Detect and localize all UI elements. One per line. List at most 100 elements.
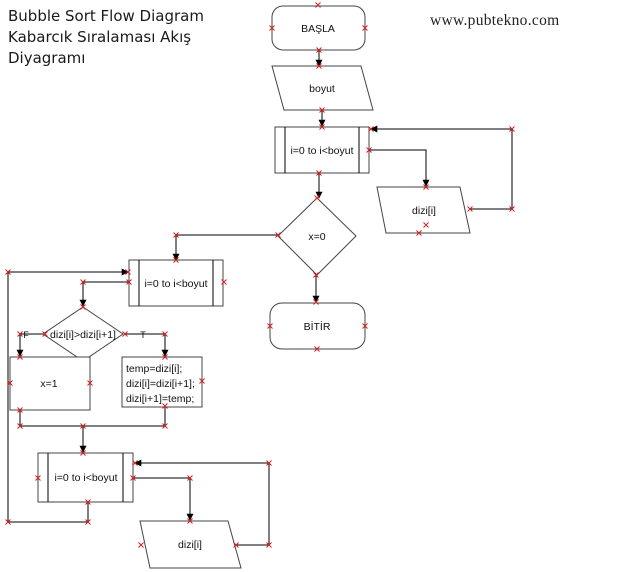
start-label: BAŞLA bbox=[301, 23, 335, 35]
branch-false-label: F bbox=[23, 330, 29, 340]
assign-x-node: x=1 bbox=[9, 356, 91, 411]
website-label: www.pubtekno.com bbox=[430, 12, 560, 29]
branch-true-label: T bbox=[140, 330, 146, 340]
connection-marker bbox=[162, 423, 168, 429]
connection-marker bbox=[17, 354, 23, 360]
connection-marker bbox=[125, 269, 131, 275]
connection-marker bbox=[319, 124, 325, 130]
swap-line-3: dizi[i+1]=temp; bbox=[126, 393, 194, 405]
connection-marker bbox=[80, 450, 86, 456]
input-element-label: dizi[i] bbox=[412, 205, 436, 217]
connection-marker bbox=[80, 279, 86, 285]
connection-marker bbox=[85, 499, 91, 505]
diagram-title: Bubble Sort Flow Diagram Kabarcık Sırala… bbox=[8, 6, 204, 69]
connection-marker bbox=[5, 519, 11, 525]
connection-marker bbox=[362, 323, 368, 329]
decision-x-node: x=0 bbox=[277, 197, 357, 276]
connection-marker bbox=[314, 346, 320, 352]
end-label: BİTİR bbox=[304, 320, 331, 333]
connection-marker bbox=[5, 269, 11, 275]
connection-marker bbox=[17, 331, 23, 337]
connection-marker bbox=[199, 378, 205, 384]
connection-marker bbox=[316, 170, 322, 176]
connection-marker bbox=[173, 232, 179, 238]
connection-marker bbox=[42, 331, 48, 337]
connection-marker bbox=[80, 304, 86, 310]
title-line-1: Bubble Sort Flow Diagram bbox=[8, 7, 204, 25]
connection-marker bbox=[509, 126, 515, 132]
swap-line-2: dizi[i]=dizi[i+1]; bbox=[126, 378, 195, 390]
connection-marker bbox=[315, 2, 321, 8]
connection-marker bbox=[316, 63, 322, 69]
connection-marker bbox=[316, 47, 322, 53]
connection-marker bbox=[187, 475, 193, 481]
connection-marker bbox=[366, 147, 372, 153]
connection-marker bbox=[319, 107, 325, 113]
connection-marker bbox=[130, 475, 136, 481]
connection-marker bbox=[267, 323, 273, 329]
input-size-node: boyut bbox=[271, 65, 374, 111]
connection-marker bbox=[313, 272, 319, 278]
loop-read-label: i=0 to i<boyut bbox=[290, 145, 353, 157]
connection-marker bbox=[35, 475, 41, 481]
connection-marker bbox=[416, 230, 422, 236]
start-node: BAŞLA bbox=[271, 5, 366, 51]
connector bbox=[172, 234, 278, 261]
connection-marker bbox=[85, 519, 91, 525]
loop-sort-label: i=0 to i<boyut bbox=[144, 278, 207, 290]
connection-marker bbox=[87, 380, 93, 386]
loop-print-label: i=0 to i<boyut bbox=[54, 472, 117, 484]
connection-marker bbox=[269, 25, 275, 31]
input-element-node: dizi[i] bbox=[376, 186, 471, 234]
output-element-node: dizi[i] bbox=[139, 520, 242, 569]
connection-marker bbox=[17, 407, 23, 413]
decision-x-label: x=0 bbox=[308, 231, 325, 243]
input-size-label: boyut bbox=[309, 83, 335, 95]
decision-compare-label: dizi[i]>dizi[i+1] bbox=[50, 329, 116, 341]
connection-marker bbox=[17, 423, 23, 429]
loop-print-node: i=0 to i<boyut bbox=[37, 452, 134, 503]
connection-marker bbox=[162, 354, 168, 360]
connection-marker bbox=[467, 206, 473, 212]
connector bbox=[133, 477, 194, 521]
connection-marker bbox=[221, 279, 227, 285]
connector bbox=[369, 149, 430, 187]
connection-marker bbox=[132, 460, 138, 466]
connection-marker bbox=[266, 542, 272, 548]
connection-markers bbox=[5, 2, 515, 548]
connector bbox=[370, 125, 513, 210]
connection-marker bbox=[173, 257, 179, 263]
connection-marker bbox=[313, 299, 319, 305]
connection-marker bbox=[138, 542, 144, 548]
connection-marker bbox=[80, 423, 86, 429]
output-element-label: dizi[i] bbox=[178, 539, 202, 551]
connection-marker bbox=[266, 460, 272, 466]
connection-marker bbox=[362, 25, 368, 31]
connection-marker bbox=[423, 184, 429, 190]
swap-line-1: temp=dizi[i]; bbox=[126, 363, 182, 375]
connection-marker bbox=[233, 542, 239, 548]
connection-marker bbox=[509, 206, 515, 212]
connection-marker bbox=[314, 195, 320, 201]
connection-marker bbox=[162, 403, 168, 409]
connection-marker bbox=[187, 518, 193, 524]
title-line-3: Diyagramı bbox=[8, 49, 86, 67]
decision-compare-node: dizi[i]>dizi[i+1] F T bbox=[23, 306, 146, 362]
connection-marker bbox=[162, 331, 168, 337]
loop-sort-node: i=0 to i<boyut bbox=[128, 259, 224, 307]
connection-marker bbox=[368, 126, 374, 132]
title-line-2: Kabarcık Sıralaması Akış bbox=[8, 28, 192, 46]
connectors bbox=[7, 50, 513, 546]
assign-x-label: x=1 bbox=[40, 378, 57, 390]
loop-read-node: i=0 to i<boyut bbox=[274, 126, 370, 174]
connection-marker bbox=[126, 279, 132, 285]
connector bbox=[79, 281, 129, 307]
connection-marker bbox=[122, 331, 128, 337]
connection-marker bbox=[7, 380, 13, 386]
connection-marker bbox=[275, 232, 281, 238]
connector bbox=[134, 459, 270, 546]
swap-node: temp=dizi[i]; dizi[i]=dizi[i+1]; dizi[i+… bbox=[121, 356, 203, 408]
connector bbox=[8, 502, 89, 523]
connection-marker bbox=[423, 222, 429, 228]
